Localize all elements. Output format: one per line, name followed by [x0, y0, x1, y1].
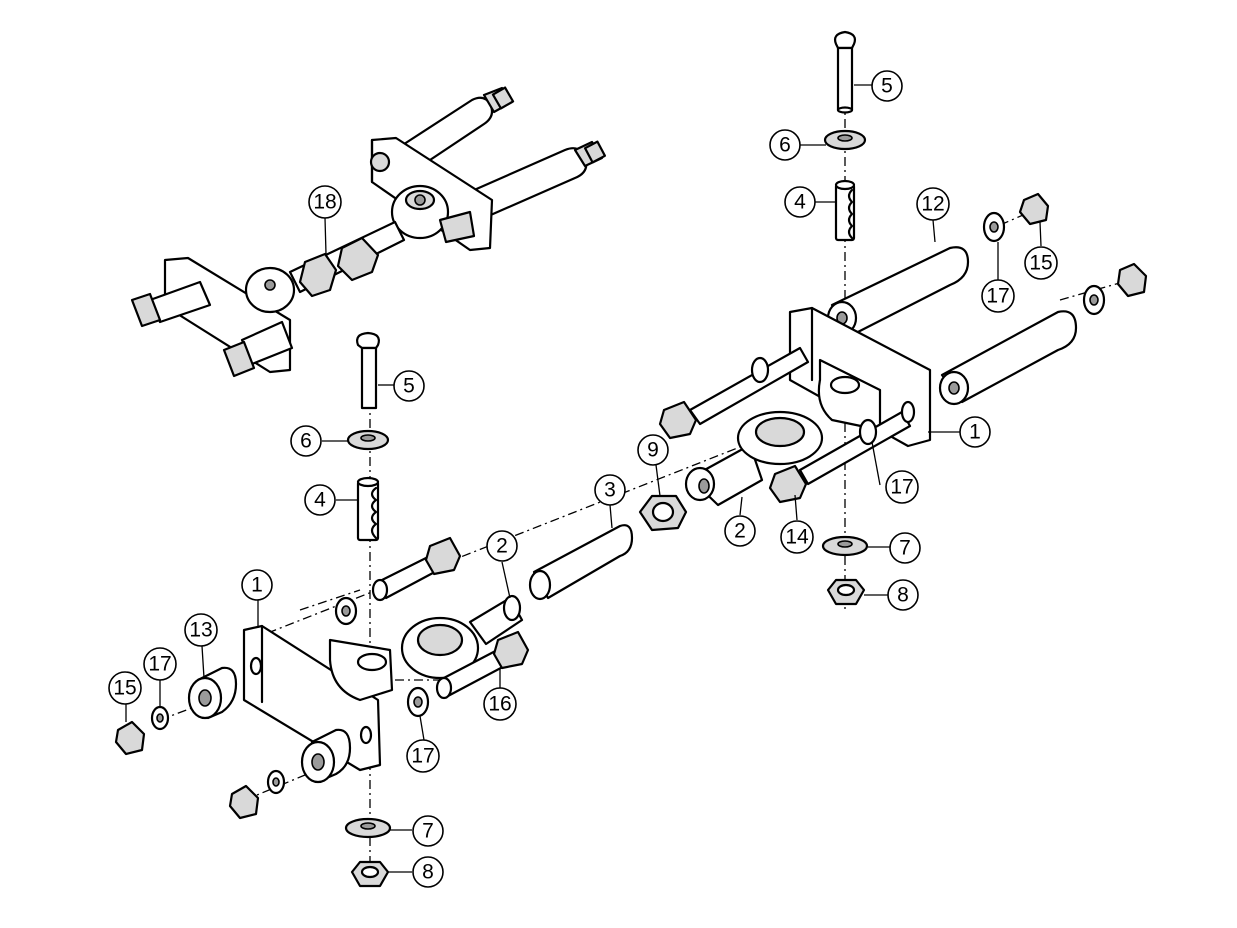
leader-lines	[125, 84, 1042, 873]
callout-label: 7	[422, 820, 434, 843]
callout-17-left: 17	[143, 647, 177, 681]
callout-label: 4	[794, 191, 806, 214]
callout-5-left: 5	[393, 370, 425, 402]
callout-label: 6	[300, 430, 312, 453]
callout-3: 3	[594, 474, 626, 506]
callout-label: 2	[734, 520, 746, 543]
callout-18: 18	[308, 185, 342, 219]
callout-label: 15	[113, 677, 136, 700]
callout-label: 17	[411, 745, 434, 768]
callout-2-left: 2	[486, 530, 518, 562]
callout-label: 15	[1029, 252, 1052, 275]
callout-label: 1	[969, 421, 981, 444]
callout-15-right: 15	[1024, 246, 1058, 280]
callout-label: 16	[488, 693, 511, 716]
callout-14: 14	[780, 520, 814, 554]
right-exploded-assembly	[528, 30, 1148, 606]
callout-label: 7	[899, 537, 911, 560]
callout-label: 5	[881, 75, 893, 98]
callout-4-left: 4	[304, 484, 336, 516]
callout-7-left: 7	[412, 815, 444, 847]
callout-label: 13	[189, 619, 212, 642]
callout-9: 9	[637, 434, 669, 466]
callout-label: 17	[148, 653, 171, 676]
callout-17-left-mid: 17	[406, 739, 440, 773]
callout-label: 8	[897, 584, 909, 607]
left-exploded-assembly	[114, 331, 530, 888]
callout-label: 4	[314, 489, 326, 512]
callout-16: 16	[483, 687, 517, 721]
callout-13: 13	[184, 613, 218, 647]
callout-label: 12	[921, 193, 944, 216]
callout-label: 9	[647, 439, 659, 462]
callout-label: 8	[422, 861, 434, 884]
callout-4-top: 4	[784, 186, 816, 218]
callout-7-right: 7	[889, 532, 921, 564]
callout-label: 17	[890, 476, 913, 499]
callout-label: 6	[779, 134, 791, 157]
callout-1-right: 1	[959, 416, 991, 448]
callout-5-top: 5	[871, 70, 903, 102]
callout-label: 14	[785, 526, 809, 549]
callout-15-left: 15	[108, 671, 142, 705]
callout-6-left: 6	[290, 425, 322, 457]
callout-label: 2	[496, 535, 508, 558]
assembled-linkage-view	[130, 86, 607, 378]
callout-label: 3	[604, 479, 616, 502]
callout-8-left: 8	[412, 856, 444, 888]
callout-17-right-top: 17	[981, 279, 1015, 313]
callout-6-top: 6	[769, 129, 801, 161]
callout-1-left: 1	[241, 569, 273, 601]
callout-label: 1	[251, 574, 263, 597]
callout-8-right: 8	[887, 579, 919, 611]
callout-label: 5	[403, 375, 415, 398]
callout-2-right: 2	[724, 515, 756, 547]
callout-label: 17	[986, 285, 1009, 308]
callout-17-right-mid: 17	[885, 470, 919, 504]
callout-12: 12	[916, 187, 950, 221]
callout-label: 18	[313, 191, 336, 214]
